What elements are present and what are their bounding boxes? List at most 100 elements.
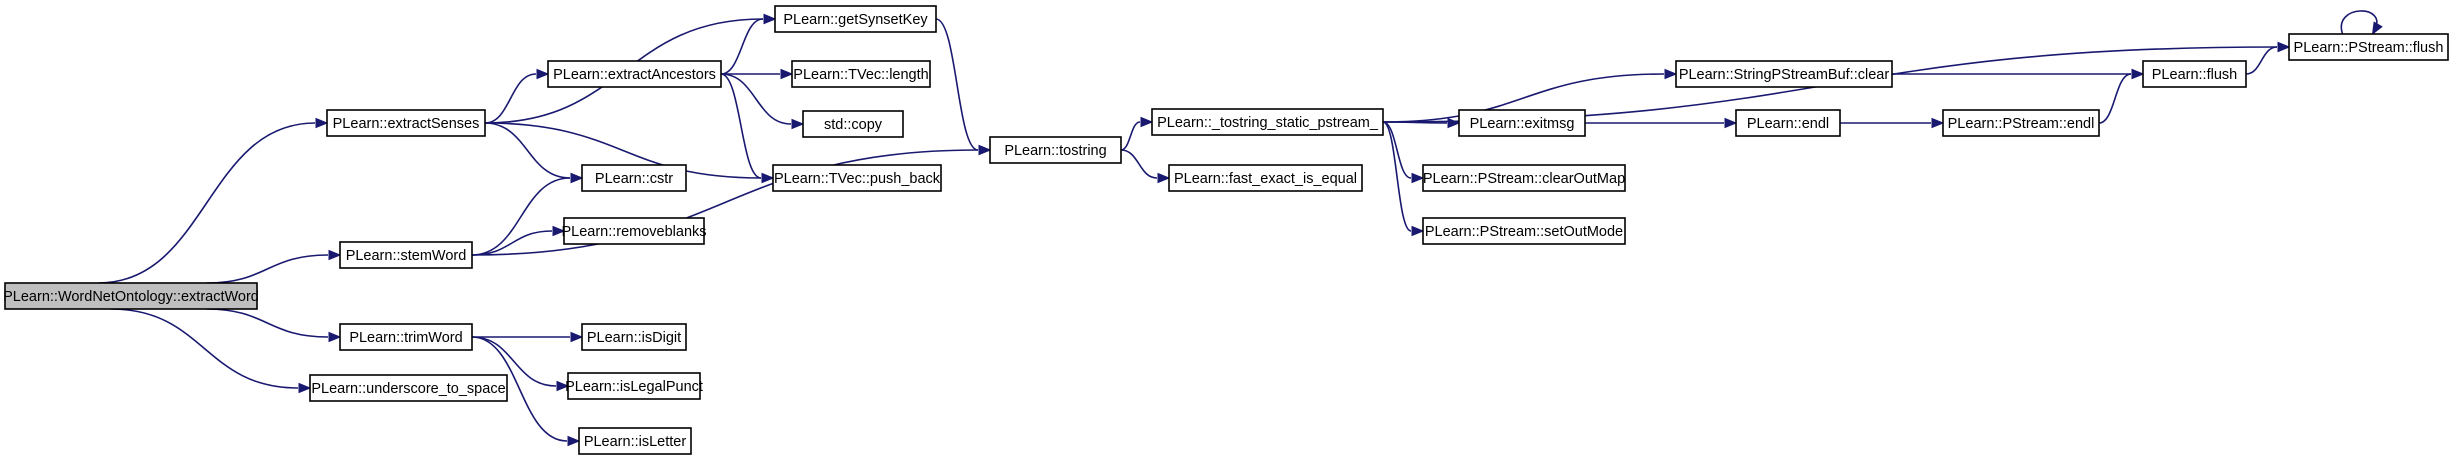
node-label: PLearn::getSynsetKey [783, 12, 928, 28]
node-exitmsg[interactable]: PLearn::exitmsg [1458, 109, 1586, 137]
node-removeblanks[interactable]: PLearn::removeblanks [561, 217, 707, 245]
edge-stemWord-to-tostring [471, 144, 992, 256]
edge-extractWord-to-trimWord [206, 308, 342, 343]
edge-line [484, 122, 571, 179]
edge-line [206, 254, 329, 284]
node-label: PLearn::flush [2152, 67, 2237, 83]
node-is-digit[interactable]: PLearn::isDigit [581, 323, 687, 351]
node-box [802, 110, 904, 138]
edge-line [2340, 10, 2378, 35]
edge-trimWord-to-isDigit [471, 331, 584, 343]
edge-extractAncestors-to-pushBack [720, 73, 775, 184]
node-std-copy[interactable]: std::copy [802, 110, 904, 138]
node-box [1675, 60, 1893, 88]
node-label: PLearn::extractAncestors [553, 67, 716, 83]
node-box [547, 60, 722, 88]
edge-tostringStatic-to-exitmsg [1382, 117, 1461, 129]
node-box [339, 323, 473, 351]
node-box [581, 164, 687, 192]
node-cstr[interactable]: PLearn::cstr [581, 164, 687, 192]
node-box [1422, 217, 1626, 245]
edge-arrowhead [1411, 225, 1425, 237]
node-get-synset-key[interactable]: PLearn::getSynsetKey [774, 5, 937, 33]
node-clear-out-map[interactable]: PLearn::PStream::clearOutMap [1422, 164, 1626, 192]
node-box [563, 217, 705, 245]
edge-line [2245, 46, 2278, 75]
node-underscore[interactable]: PLearn::underscore_to_space [309, 374, 508, 402]
edge-arrowhead [1140, 116, 1154, 128]
node-label: PLearn::extractSenses [333, 116, 480, 132]
node-tvec-length[interactable]: PLearn::TVec::length [791, 60, 931, 88]
node-box [2142, 60, 2247, 88]
edge-tostringStatic-to-spsbClear [1382, 68, 1678, 123]
edge-arrowhead [2131, 68, 2145, 80]
edge-arrowhead [556, 380, 570, 392]
node-extract-senses[interactable]: PLearn::extractSenses [326, 109, 486, 137]
edge-extractWord-to-extractSenses [98, 117, 329, 284]
edge-exitmsg-to-endl [1585, 117, 1738, 129]
node-box [1151, 108, 1384, 136]
edge-arrowhead [570, 331, 584, 343]
node-ps-endl[interactable]: PLearn::PStream::endl [1942, 109, 2100, 137]
node-box [1458, 109, 1586, 137]
node-extract-ancestors[interactable]: PLearn::extractAncestors [547, 60, 722, 88]
node-flush[interactable]: PLearn::flush [2142, 60, 2247, 88]
node-box [567, 372, 701, 400]
node-box [1735, 109, 1841, 137]
node-label: PLearn::isLegalPunct [565, 379, 703, 395]
node-label: PLearn::tostring [1004, 143, 1106, 159]
node-label: PLearn::WordNetOntology::extractWord [3, 289, 259, 305]
node-label: PLearn::trimWord [349, 330, 462, 346]
node-label: PLearn::PStream::clearOutMap [1423, 171, 1625, 187]
node-extract-word[interactable]: PLearn::WordNetOntology::extractWord [3, 282, 259, 310]
edge-arrowhead [552, 225, 566, 237]
edge-line [935, 18, 979, 151]
edge-line [206, 308, 329, 338]
edge-line [471, 149, 979, 256]
edge-extractWord-to-stemWord [206, 249, 342, 284]
node-push-back[interactable]: PLearn::TVec::push_back [772, 164, 942, 192]
edge-line [484, 73, 537, 124]
edge-line [720, 18, 764, 75]
edge-arrowhead [536, 68, 550, 80]
node-is-letter[interactable]: PLearn::isLetter [578, 427, 692, 455]
edge-arrowhead [1931, 117, 1945, 129]
node-box [1942, 109, 2100, 137]
edge-line [471, 177, 571, 256]
edge-trimWord-to-isLegalPunct [471, 336, 570, 392]
node-endl[interactable]: PLearn::endl [1735, 109, 1841, 137]
node-label: PLearn::isDigit [587, 330, 681, 346]
edge-extractAncestors-to-tvecLength [721, 68, 794, 80]
node-set-out-mode[interactable]: PLearn::PStream::setOutMode [1422, 217, 1626, 245]
edge-extractSenses-to-extractAncestors [484, 68, 550, 124]
edge-arrowhead [315, 117, 329, 129]
node-is-legal-punct[interactable]: PLearn::isLegalPunct [565, 372, 703, 400]
edge-arrowhead [1664, 68, 1678, 80]
node-fast-exact[interactable]: PLearn::fast_exact_is_equal [1168, 164, 1363, 192]
node-label: PLearn::PStream::endl [1948, 116, 2095, 132]
edge-line [484, 122, 762, 179]
edge-line [720, 73, 762, 179]
edge-arrowhead [570, 172, 584, 184]
node-ps-flush[interactable]: PLearn::PStream::flush [2288, 33, 2449, 61]
node-tostring-static[interactable]: PLearn::_tostring_static_pstream_ [1151, 108, 1384, 136]
node-box [772, 164, 942, 192]
edge-arrowhead [298, 382, 312, 394]
edge-arrowhead [2277, 41, 2291, 53]
node-label: PLearn::PStream::flush [2294, 40, 2444, 56]
edge-line [1382, 121, 1412, 232]
node-label: PLearn::endl [1747, 116, 1829, 132]
edge-line [1382, 121, 1448, 124]
edge-arrowhead [328, 331, 342, 343]
node-trim-word[interactable]: PLearn::trimWord [339, 323, 473, 351]
node-spsb-clear[interactable]: PLearn::StringPStreamBuf::clear [1675, 60, 1893, 88]
edge-arrowhead [761, 172, 775, 184]
node-box [578, 427, 692, 455]
edge-tostringStatic-to-setOutMode [1382, 121, 1425, 237]
edge-arrowhead [1411, 172, 1425, 184]
edge-trimWord-to-isLetter [471, 336, 581, 447]
edge-line [98, 122, 316, 284]
node-stem-word[interactable]: PLearn::stemWord [339, 241, 473, 269]
edge-psFlush-to-psFlush [2340, 10, 2383, 36]
node-tostring[interactable]: PLearn::tostring [989, 136, 1122, 164]
